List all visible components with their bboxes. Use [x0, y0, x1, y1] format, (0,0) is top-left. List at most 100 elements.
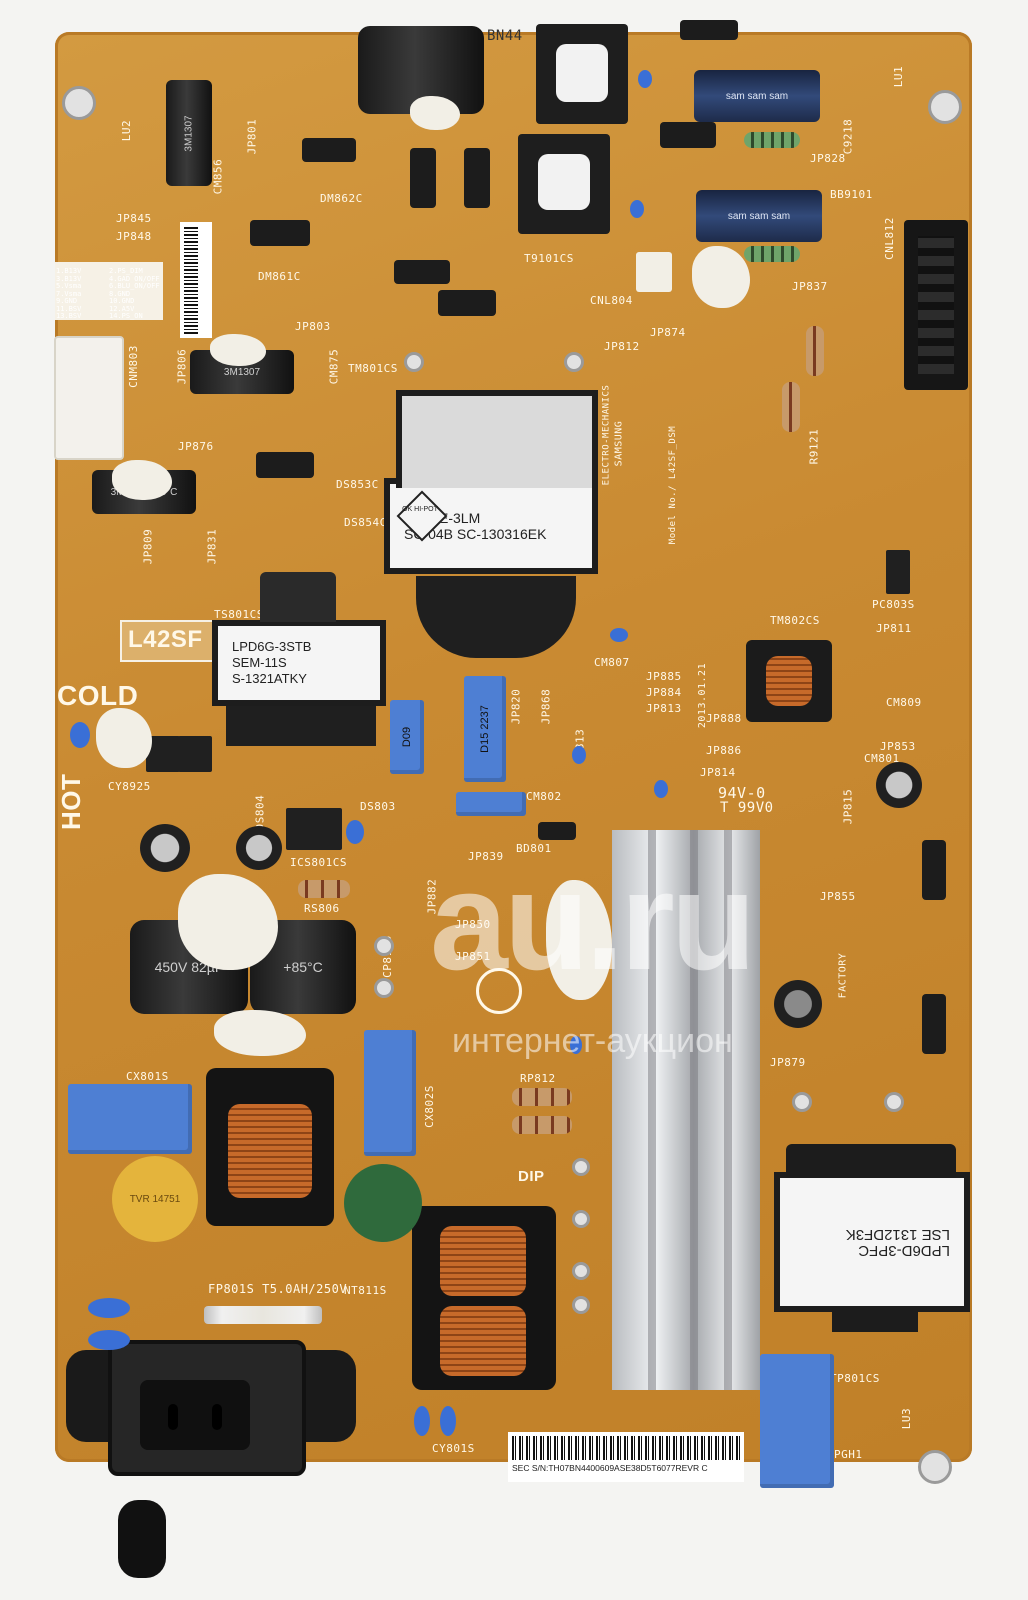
silk-lu1: LU1: [892, 65, 906, 88]
silk-tp801: TP801CS: [830, 1372, 880, 1385]
silk-cnl812: CNL812: [882, 217, 896, 260]
pin-label: 14.PS_ON: [109, 312, 143, 320]
small-electrolytic-cm801: [876, 762, 922, 808]
varistor-yellow: TVR 14751: [112, 1156, 198, 1242]
terminal-dip-3: [572, 1262, 590, 1280]
silk-jp809: JP809: [141, 528, 155, 565]
barcode-vertical-bars: [184, 226, 198, 334]
diode-top-2: [250, 220, 310, 246]
glue-blob-6: [112, 460, 172, 500]
silk-ds853: DS853C: [336, 478, 379, 491]
standby-xfmr-line1: LPD6G-3STB: [232, 639, 312, 654]
silk-r9121: R9121: [807, 428, 821, 465]
silk-jp815: JP815: [841, 788, 855, 825]
silk-bb9101: BB9101: [830, 188, 873, 201]
standby-xfmr-line2: SEM-11S: [232, 655, 287, 670]
blue-cap-bottom-right: [760, 1354, 834, 1488]
optocoupler-pc803: [886, 550, 910, 594]
main-transformer-base: [416, 576, 576, 658]
terminal-tm801-1: [404, 352, 424, 372]
terminal-tm801-2: [564, 352, 584, 372]
resistor-green-2: [744, 246, 800, 262]
small-electrolytic-2: [236, 826, 282, 870]
silk-dm861: DM861C: [258, 270, 301, 283]
glue-blob-2: [692, 246, 750, 308]
silk-tm802: TM802CS: [770, 614, 820, 627]
silk-jp845: JP845: [116, 212, 152, 225]
watermark-sub: интернет-аукцион: [452, 1022, 733, 1060]
resistor-rp812-2: [512, 1116, 572, 1134]
silk-cm802: CM802: [526, 790, 562, 803]
mounting-lug-left: [62, 86, 96, 120]
standby-transformer: LPD6G-3STB SEM-11S S-1321ATKY: [212, 620, 386, 706]
ul-mark: [476, 968, 522, 1014]
silk-jp811: JP811: [876, 622, 912, 635]
lower-right-transformer: LPD6D-3PFC LSE 1312DF3K: [774, 1172, 970, 1312]
ceramic-cap-6: [346, 820, 364, 844]
lower-xfmr-line2: LSE 1312DF3K: [845, 1226, 950, 1243]
ceramic-cap-y1: [88, 1298, 130, 1318]
bulk-cap-2-text: +85°C: [283, 959, 323, 975]
glue-blob-5: [210, 334, 266, 366]
diode-mid-1: [394, 260, 450, 284]
pin-label: 7.Vsma: [56, 289, 82, 298]
ceramic-cap-y2: [88, 1330, 130, 1350]
silk-lu2: LU2: [120, 119, 134, 142]
optocoupler-2: [178, 736, 212, 772]
silk-jp839: JP839: [468, 850, 504, 863]
thermistor-green: [344, 1164, 422, 1242]
silk-jp886: JP886: [706, 744, 742, 757]
silk-pc803: PC803S: [872, 598, 915, 611]
silk-rp812: RP812: [520, 1072, 556, 1085]
silk-c9218: C9218: [841, 118, 855, 155]
silk-jp876: JP876: [178, 440, 214, 453]
d09-text: D09: [401, 726, 413, 748]
bn-label: BN44: [487, 28, 523, 44]
silk-jp853: JP853: [880, 740, 916, 753]
resistor-rp812-1: [512, 1088, 572, 1106]
silk-cnl804: CNL804: [590, 294, 633, 307]
top-xfmr-1-core: [556, 44, 608, 102]
pin-label: 9.GND: [56, 297, 78, 305]
d15-text: D15 2237: [479, 705, 491, 753]
diode-top-right: [680, 20, 738, 40]
silk-jp868: JP868: [539, 688, 553, 725]
diode-bd801: [538, 822, 576, 840]
terminal-dip-1: [572, 1158, 590, 1176]
diode-right-vert-2: [922, 994, 946, 1054]
connector-cnl804: [636, 252, 672, 292]
standby-xfmr-line3: S-1321ATKY: [232, 671, 307, 686]
glue-blob-3: [546, 880, 612, 1000]
ic-ics801: [286, 808, 342, 850]
lower-xfmr-line1: LPD6D-3PFC: [858, 1242, 950, 1259]
pin-label: 11.BSV: [56, 304, 82, 313]
cold-label: COLD: [57, 680, 139, 711]
ceramic-cap-8: [570, 1036, 582, 1054]
silk-cm856: CM856: [211, 158, 225, 195]
ac-pin-right: [212, 1404, 222, 1430]
serial-text: SEC S/N:TH07BN4400609ASE38D5T6077REVR C: [512, 1463, 708, 1473]
diode-right-1: [660, 122, 716, 148]
silk-cx801: CX801S: [126, 1070, 169, 1083]
blue-small-bar: [456, 792, 526, 816]
silk-ds804: DS804: [253, 794, 267, 831]
cap-top-left: 3M1307: [166, 80, 212, 186]
silk-bd801: BD801: [516, 842, 552, 855]
silk-cm875: CM875: [327, 348, 341, 385]
diode-top-1: [302, 138, 356, 162]
ceramic-cap-cy801-1: [414, 1406, 430, 1436]
tvr-text: TVR 14751: [129, 1193, 181, 1205]
silk-jp888: JP888: [706, 712, 742, 725]
rating-label: 94V-0: [718, 784, 766, 802]
resistor-rs806: [298, 880, 350, 898]
diode-mid-2: [438, 290, 496, 316]
pin-label: 12.A5V: [109, 304, 135, 313]
silk-jp855: JP855: [820, 890, 856, 903]
electro-text: ELECTRO-MECHANICS: [601, 384, 612, 486]
ceramic-cap-9: [70, 722, 90, 748]
connector-cnm803: [54, 336, 124, 460]
top-xfmr-2-core: [538, 154, 590, 210]
silk-jp813: JP813: [646, 702, 682, 715]
pin-label: 4.GAD ON/OFF: [109, 274, 160, 283]
silk-jp874: JP874: [650, 326, 686, 339]
